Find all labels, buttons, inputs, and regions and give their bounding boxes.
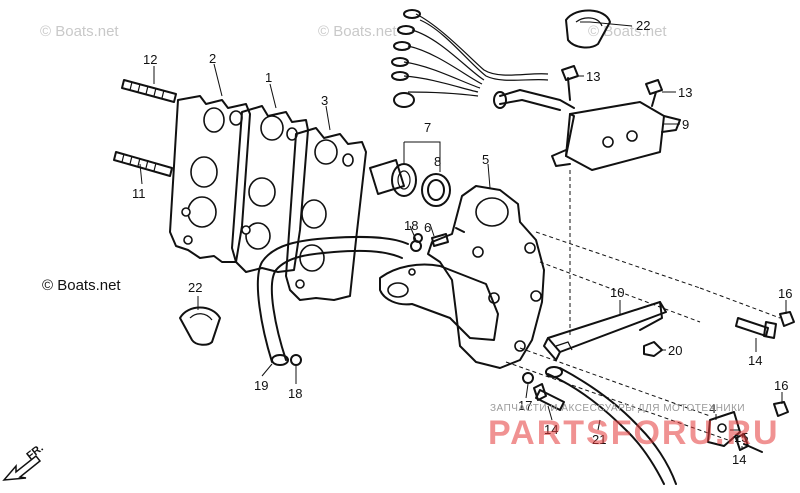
callout-13-left: 13: [586, 69, 600, 84]
callout-9: 9: [682, 117, 689, 132]
callout-16-lower: 16: [774, 378, 788, 393]
bolt-13-right: [645, 79, 663, 107]
callout-7: 7: [424, 120, 431, 135]
callout-20: 20: [668, 343, 682, 358]
bolt-14-mid: [533, 383, 565, 411]
watermark-top-left: © Boats.net: [40, 23, 119, 40]
callout-1: 1: [265, 70, 272, 85]
callout-16-upper: 16: [778, 286, 792, 301]
ignition-unit-9: [551, 101, 681, 171]
clip-22-left: [179, 306, 221, 346]
stud-11: [113, 151, 173, 177]
front-direction-arrow-icon: FR.: [2, 442, 46, 481]
callout-15: 15: [734, 430, 748, 445]
callout-18-lower: 18: [288, 386, 302, 401]
hose-21: [545, 366, 677, 485]
thermostat-seal-8: [421, 173, 451, 207]
thermostat-cover-5: [427, 185, 545, 369]
callouts: 2 1 3 12 11 7 8 5 6 18 22 13 13 9 10 20 …: [132, 18, 792, 467]
direction-label: FR.: [24, 442, 45, 462]
stud-12: [121, 79, 177, 103]
gasket-2: [169, 95, 251, 263]
water-outlet: [379, 263, 499, 341]
bolt-14-right: [735, 317, 777, 339]
nut-20: [643, 341, 663, 357]
bracket-15: [707, 411, 741, 447]
wire-harness: [391, 9, 575, 111]
clip-18-lower: [290, 354, 302, 366]
callout-13-right: 13: [678, 85, 692, 100]
callout-21: 21: [592, 432, 606, 447]
callout-3: 3: [321, 93, 328, 108]
bracket-10: [543, 301, 667, 361]
bolt-13-left: [561, 65, 579, 101]
callout-4: 4: [709, 401, 716, 416]
callout-14-bottom: 14: [732, 452, 746, 467]
clip-22-top: [565, 9, 611, 49]
assembly-guides: [505, 170, 781, 441]
leader-lines: [139, 21, 787, 450]
callout-11: 11: [132, 186, 146, 201]
callout-18-upper: 18: [404, 218, 418, 233]
plate-1: [231, 105, 309, 273]
callout-5: 5: [482, 152, 489, 167]
callout-10: 10: [610, 285, 624, 300]
callout-6: 6: [424, 220, 431, 235]
callout-19: 19: [254, 378, 268, 393]
callout-8: 8: [434, 154, 441, 169]
callout-14-mid: 14: [544, 422, 558, 437]
callout-22-left: 22: [188, 280, 202, 295]
bolt-14-bottom: [735, 433, 763, 453]
shop-brand-watermark: PARTSFORU.RU: [488, 414, 780, 452]
clip-17: [522, 372, 534, 384]
shop-caption: ЗАПЧАСТИ И АКСЕССУАРЫ ДЛЯ МОТОТЕХНИКИ: [490, 403, 745, 414]
thermostat-7: [369, 159, 417, 197]
washer-18-small: [413, 233, 423, 243]
nut-16-lower: [773, 401, 789, 417]
hose-19: [256, 235, 409, 366]
callout-17: 17: [518, 398, 532, 413]
callout-14-right: 14: [748, 353, 762, 368]
callout-12: 12: [143, 52, 157, 67]
callout-2: 2: [209, 51, 216, 66]
watermark-top-center: © Boats.net: [318, 23, 397, 40]
callout-22-top: 22: [636, 18, 650, 33]
nut-16-upper: [779, 311, 795, 327]
bolt-6: [431, 233, 449, 247]
copyright-label: © Boats.net: [42, 277, 121, 294]
gasket-3: [285, 127, 367, 301]
